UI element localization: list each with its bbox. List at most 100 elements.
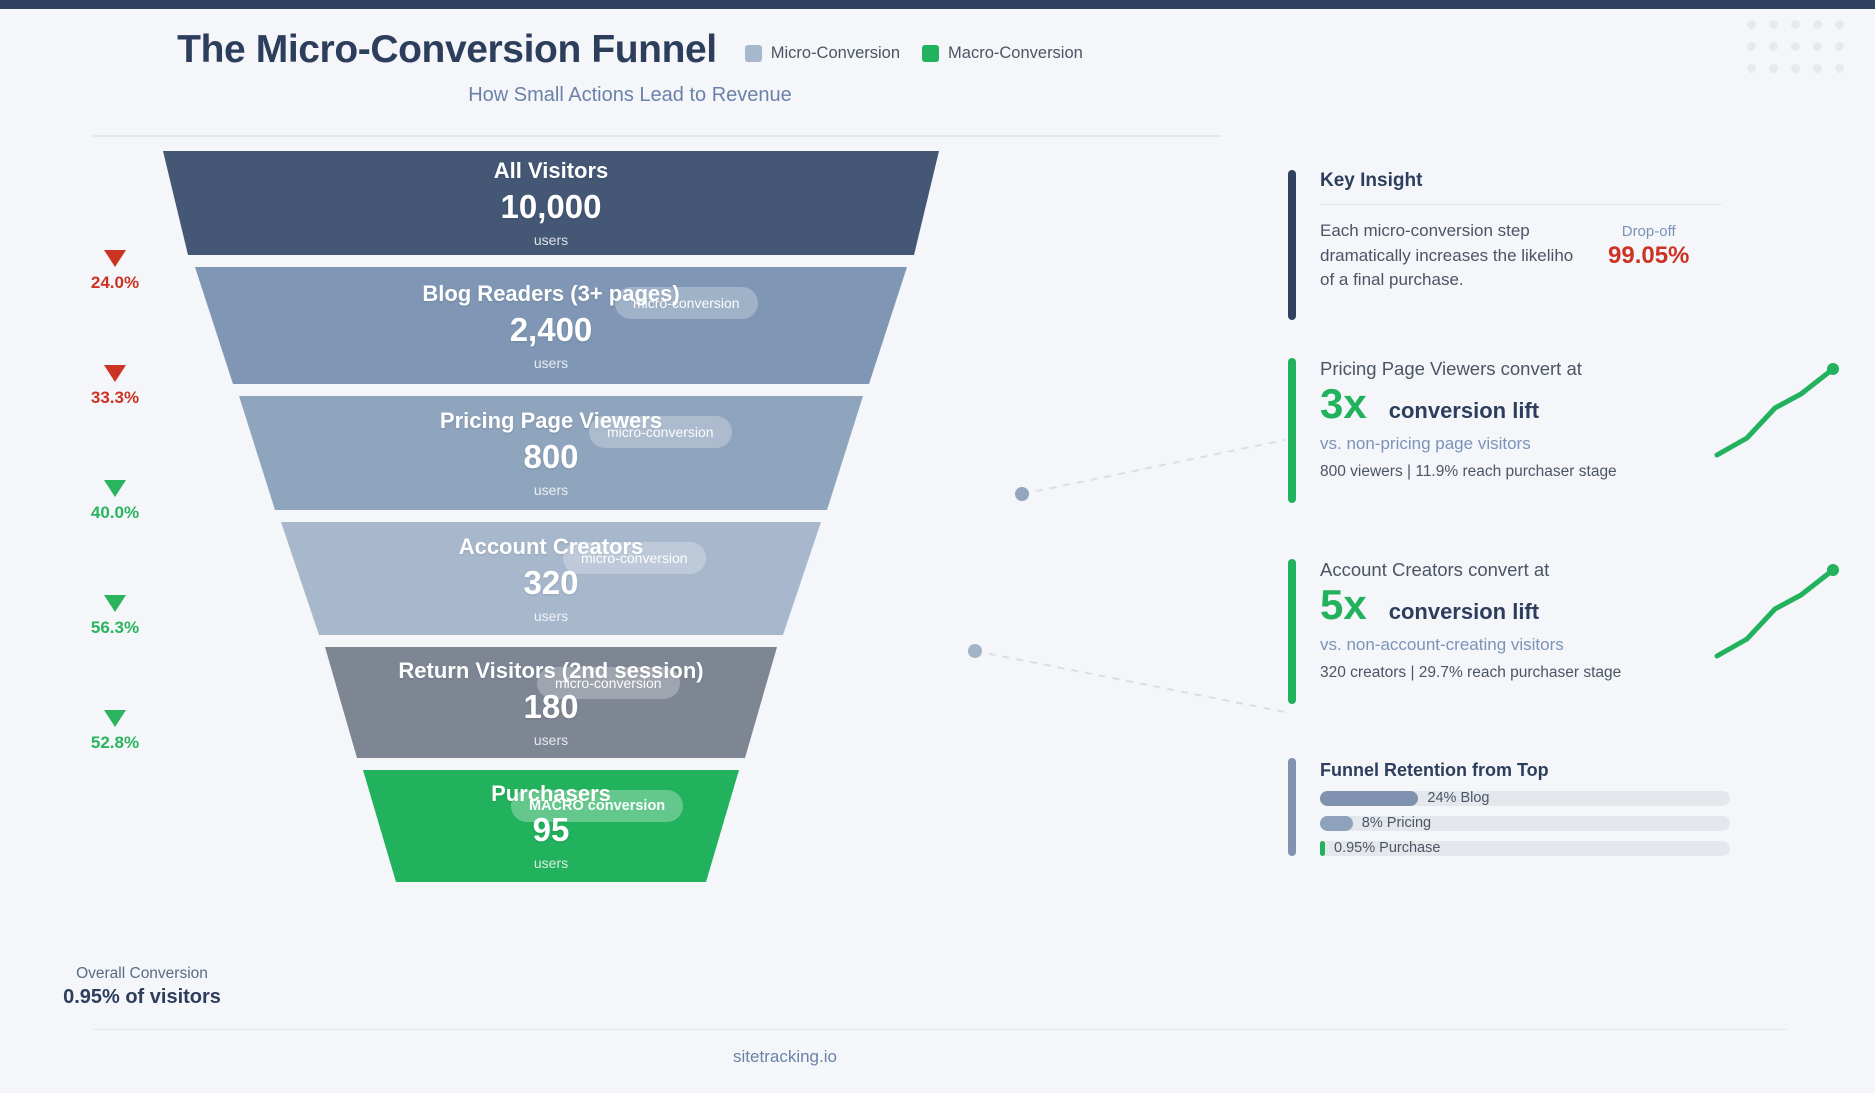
funnel-stage-value: 2,400	[509, 310, 593, 348]
funnel-stage-shape	[325, 647, 777, 758]
drop-arrow-icon	[104, 480, 126, 497]
drop-off-percent: 24.0%	[90, 273, 140, 292]
key-insight-text: Each micro-conversion step dramatically …	[1320, 219, 1590, 293]
funnel-stage-name: Pricing Page Viewers	[439, 408, 663, 433]
key-insight-body: Each micro-conversion step dramatically …	[1320, 219, 1848, 293]
lift-caption: conversion lift	[1388, 599, 1540, 624]
card-accent-bar	[1288, 170, 1296, 320]
footer-text: sitetracking.io	[733, 1047, 837, 1066]
sidebar: Key Insight Each micro-conversion step d…	[1288, 170, 1848, 856]
funnel-stage-value: 180	[523, 687, 579, 725]
decorative-dot-grid	[1747, 20, 1857, 86]
funnel-stage-name: Return Visitors (2nd session)	[398, 657, 704, 683]
retention-fill	[1320, 816, 1353, 831]
drop-arrow-icon	[104, 710, 126, 727]
key-insight-divider	[1320, 204, 1722, 205]
funnel-stage-name: Purchasers	[491, 781, 611, 806]
key-insight-line-2: dramatically increases the likeliho	[1320, 245, 1574, 265]
key-insight-title: Key Insight	[1320, 170, 1423, 191]
key-insight-line-1: Each micro-conversion step	[1320, 221, 1530, 240]
key-insight-line-3: of a final purchase.	[1320, 270, 1464, 290]
overall-conversion: Overall Conversion 0.95% of visitors	[42, 965, 242, 1009]
lift-card-account: Account Creators convert at 5x conversio…	[1288, 559, 1848, 704]
drop-arrow-icon	[104, 365, 126, 382]
retention-label: 8% Pricing	[1361, 815, 1432, 831]
lift-head: Pricing Page Viewers convert at	[1320, 358, 1582, 379]
funnel-stage-unit: users	[533, 731, 569, 748]
funnel-stage-name: Account Creators	[458, 533, 644, 559]
drop-off-marker: 24.0%	[55, 250, 175, 293]
drop-off-marker: 56.3%	[55, 595, 175, 638]
funnel-stage-shape	[163, 151, 939, 255]
funnel-stage-unit: users	[533, 232, 569, 248]
funnel-stage-value: 95	[532, 811, 570, 848]
lift-card-pricing: Pricing Page Viewers convert at 3x conve…	[1288, 358, 1848, 503]
funnel-stage-shape	[363, 770, 739, 882]
funnel-stage[interactable]: Account Creators 320 users	[281, 522, 821, 635]
drop-off-percent: 56.3%	[90, 618, 140, 637]
retention-row: 0.95% Purchase	[1320, 840, 1730, 856]
funnel-stage-unit: users	[533, 607, 569, 624]
funnel-stage-content: Account Creators 320 users	[281, 534, 821, 624]
lift-caption: conversion lift	[1388, 398, 1540, 423]
drop-off-marker: 40.0%	[55, 480, 175, 523]
funnel-stage-badge: micro-conversion	[537, 667, 680, 699]
page-title: The Micro-Conversion Funnel	[177, 28, 717, 71]
drop-off-marker: 52.8%	[55, 710, 175, 753]
retention-label: 24% Blog	[1427, 790, 1490, 806]
funnel-stage-badge: micro-conversion	[589, 416, 732, 448]
card-accent-bar	[1288, 758, 1296, 856]
funnel-stage-badge: MACRO conversion	[511, 790, 684, 822]
lift-row: 3x conversion lift	[1320, 380, 1848, 427]
lift-meta: 800 viewers | 11.9% reach purchaser stag…	[1320, 463, 1617, 481]
drop-off-percent: 40.0%	[90, 503, 140, 522]
funnel-stage[interactable]: Return Visitors (2nd session) 180 users	[325, 647, 777, 758]
retention-fill	[1320, 841, 1325, 856]
retention-track	[1320, 816, 1730, 831]
dropoff-value: 99.05%	[1608, 242, 1690, 269]
funnel-stage-content: Return Visitors (2nd session) 180 users	[325, 658, 777, 748]
funnel-stage-content: Pricing Page Viewers 800 users	[239, 408, 863, 498]
footer-divider	[93, 1029, 1787, 1030]
funnel-stage-value: 10,000	[500, 188, 602, 225]
lift-row: 5x conversion lift	[1320, 581, 1848, 628]
lift-multiple: 5x	[1320, 581, 1367, 628]
funnel-stage[interactable]: Pricing Page Viewers 800 users	[239, 396, 863, 510]
funnel-stage-content: Blog Readers (3+ pages) 2,400 users	[195, 281, 907, 371]
overall-conversion-label: Overall Conversion	[76, 965, 208, 982]
funnel-stage-name: Blog Readers (3+ pages)	[422, 280, 680, 306]
retention-row: 24% Blog	[1320, 790, 1730, 806]
funnel-stage-content: All Visitors 10,000 users	[163, 158, 939, 248]
card-accent-bar	[1288, 559, 1296, 704]
funnel-stage-value: 800	[523, 438, 579, 475]
drop-off-marker: 33.3%	[55, 365, 175, 408]
funnel-stage-shape	[195, 267, 907, 384]
legend-swatch-micro	[744, 44, 762, 62]
dropoff-block: Drop-off 99.05%	[1608, 219, 1689, 270]
legend-label-micro: Micro-Conversion	[770, 43, 901, 62]
funnel-stage[interactable]: All Visitors 10,000 users	[163, 151, 939, 255]
legend-item-macro: Macro-Conversion	[922, 44, 1083, 63]
key-insight-card: Key Insight Each micro-conversion step d…	[1288, 170, 1848, 320]
sparkline-icon	[1714, 564, 1839, 659]
funnel-stage-value: 320	[523, 563, 579, 601]
funnel-stage[interactable]: Blog Readers (3+ pages) 2,400 users	[195, 267, 907, 384]
retention-row: 8% Pricing	[1320, 815, 1730, 831]
lift-multiple: 3x	[1320, 380, 1367, 427]
funnel-stage-unit: users	[533, 354, 569, 371]
overall-conversion-value: 0.95% of visitors	[63, 986, 221, 1008]
legend: Micro-Conversion Macro-Conversion	[744, 43, 1083, 63]
funnel-stage-name: All Visitors	[493, 158, 609, 183]
funnel-stage-badge: micro-conversion	[563, 542, 706, 574]
funnel-stage-unit: users	[533, 482, 569, 498]
retention-label: 0.95% Purchase	[1334, 840, 1441, 856]
funnel-stage-badge: micro-conversion	[615, 287, 758, 319]
drop-arrow-icon	[104, 250, 126, 267]
retention-track	[1320, 841, 1730, 856]
drop-arrow-icon	[104, 595, 126, 612]
drop-off-percent: 52.8%	[90, 733, 140, 752]
funnel-stage-shape	[239, 396, 863, 510]
